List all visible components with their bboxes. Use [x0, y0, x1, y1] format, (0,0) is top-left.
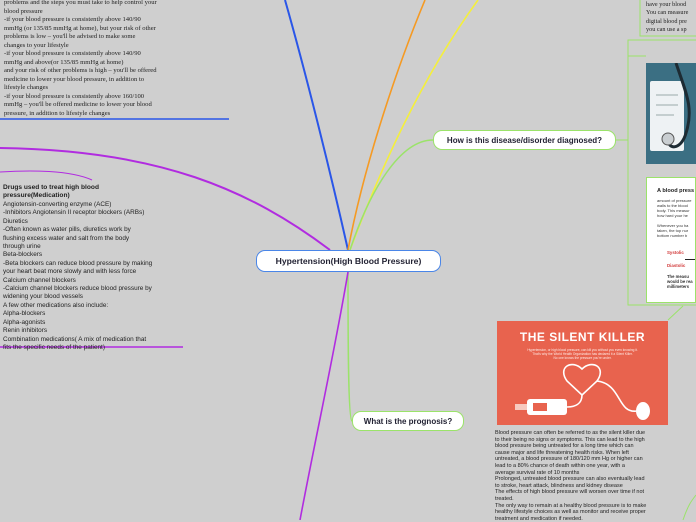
edge-blue-top: [284, 0, 349, 251]
bp-divider: [685, 259, 695, 260]
diagnosis-text: have your blood You can measure digital …: [646, 1, 689, 34]
edge-prog-up: [667, 305, 684, 321]
edge-diag-image2: [627, 140, 696, 306]
bp-diastolic-label: Diastolic: [667, 263, 686, 268]
topic-prognosis[interactable]: What is the prognosis?: [352, 411, 464, 431]
bp-card-footer: The measu would be rea millimeters: [667, 274, 693, 289]
bp-card-body: amount of pressure walls to the blood bo…: [657, 198, 692, 238]
edge-purple-bottom: [299, 271, 349, 520]
edge-green-prognosis: [347, 271, 353, 422]
edge-prog-right: [682, 494, 696, 520]
stethoscope-icon: [646, 63, 696, 164]
edge-orange-top: [347, 0, 426, 251]
bp-systolic-label: Systolic: [667, 250, 684, 255]
topic-diagnosed[interactable]: How is this disease/disorder diagnosed?: [433, 130, 616, 150]
treatment-text: problems and the steps you must take to …: [4, 0, 157, 117]
bp-card-title: A blood press: [657, 188, 695, 194]
silent-killer-title: THE SILENT KILLER: [519, 330, 646, 344]
edge-purple-drugs: [0, 147, 331, 251]
edge-green-diagnosed: [349, 139, 434, 251]
drugs-body: Angiotensin-converting enzyme (ACE) -Inh…: [3, 201, 153, 351]
edge-yellow-top: [349, 0, 479, 251]
silent-killer-subtitle: Hypertension, or high blood pressure, ca…: [527, 348, 638, 360]
blood-pressure-infographic[interactable]: A blood press amount of pressure walls t…: [646, 177, 696, 303]
edge-purple-small: [0, 170, 93, 181]
silent-killer-image[interactable]: THE SILENT KILLER Hypertension, or high …: [497, 321, 668, 425]
blood-pressure-cuff-icon: [515, 363, 650, 420]
prognosis-text: Blood pressure can often be referred to …: [495, 430, 647, 522]
drugs-heading: Drugs used to treat high blood pressure(…: [3, 184, 99, 200]
edge-diag-top: [639, 0, 696, 37]
central-topic[interactable]: Hypertension(High Blood Pressure): [256, 250, 441, 272]
stethoscope-image[interactable]: [646, 63, 696, 164]
edge-diag-image1: [627, 55, 646, 140]
